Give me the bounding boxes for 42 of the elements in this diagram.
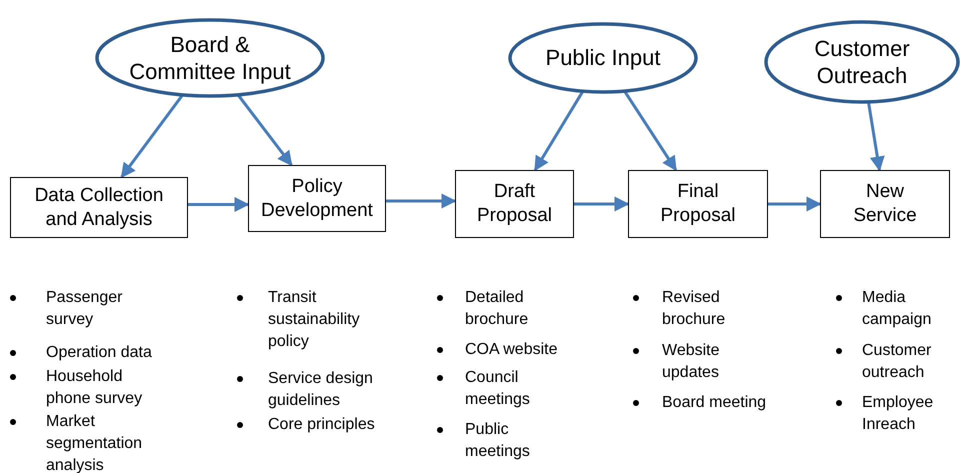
input-ellipse (508, 22, 698, 94)
node-label: Board & Committee Input (128, 30, 292, 86)
node-label: Customer Outreach (813, 34, 911, 90)
node-label: Draft Proposal (476, 180, 553, 228)
node-label: Data Collection and Analysis (34, 184, 164, 232)
bullet-text: Detailed brochure (465, 288, 530, 330)
arrow (188, 197, 250, 212)
input-ellipse (764, 20, 960, 104)
process-box (628, 170, 768, 238)
arrow (623, 90, 678, 172)
bullet-text: Website updates (662, 341, 721, 383)
bullet-text: Service design guidelines (268, 369, 374, 411)
node-label: New Service (852, 180, 918, 228)
bullet-text: Board meeting (662, 393, 768, 413)
process-box (455, 170, 574, 238)
arrow (120, 94, 184, 178)
bullet-text: Core principles (268, 415, 376, 435)
process-box (248, 165, 386, 232)
bullet-text: Transit sustainability policy (268, 288, 361, 352)
bullet-text: Market segmentation analysis (46, 412, 144, 473)
arrow (866, 102, 885, 172)
input-ellipse (95, 18, 325, 98)
arrow (574, 196, 630, 212)
arrow (768, 196, 822, 212)
arrow (534, 90, 584, 172)
node-label: Policy Development (260, 174, 374, 222)
node-label: Final Proposal (660, 180, 736, 228)
bullet-text: Household phone survey (46, 367, 144, 409)
bullet-text: COA website (465, 340, 558, 360)
bullet-text: Customer outreach (862, 341, 932, 383)
process-box (10, 177, 188, 238)
bullet-text: Employee Inreach (862, 393, 934, 435)
bullet-text: Council meetings (465, 368, 531, 410)
bullet-text: Passenger survey (46, 288, 124, 330)
node-label: Public Input (546, 44, 660, 72)
arrow (236, 94, 293, 166)
bullet-text: Media campaign (862, 288, 932, 330)
bullet-text: Operation data (46, 343, 153, 363)
process-box (820, 170, 950, 238)
arrow (386, 194, 456, 208)
bullet-text: Public meetings (465, 420, 531, 462)
bullet-text: Revised brochure (662, 288, 726, 330)
